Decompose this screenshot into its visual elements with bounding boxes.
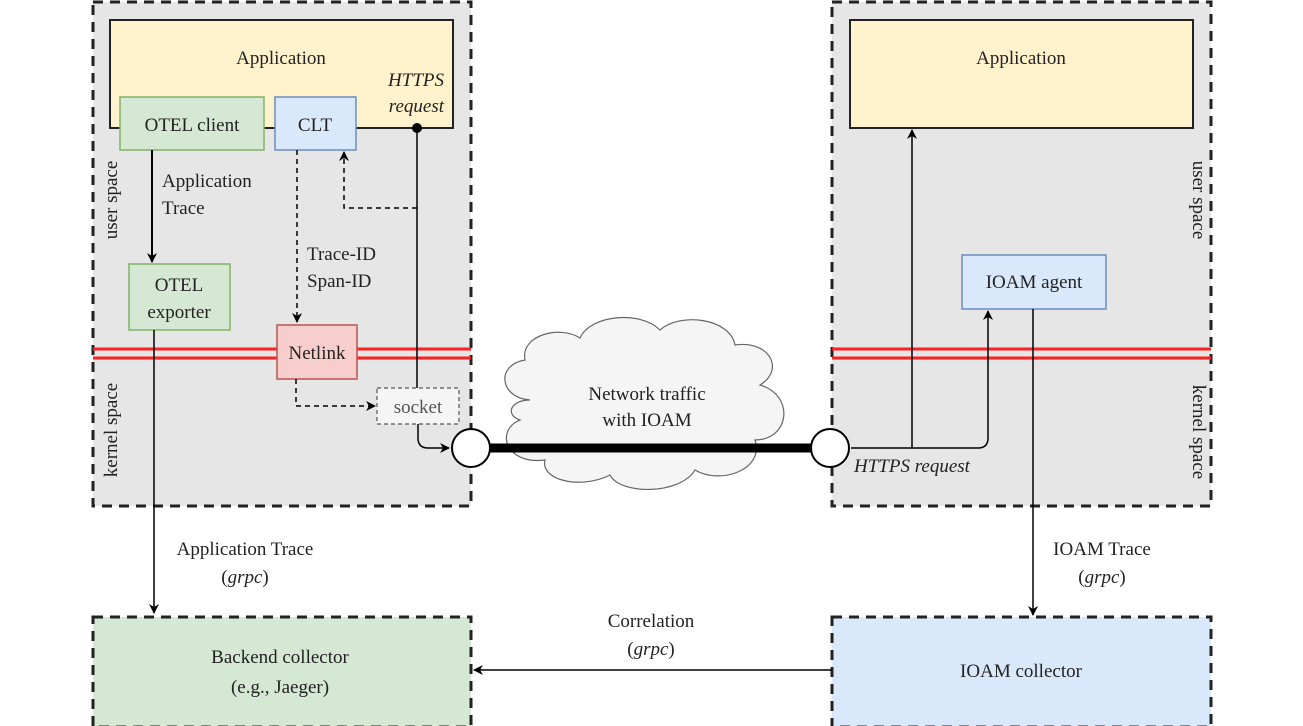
socket-hook-to-clt-arrow [339, 151, 417, 209]
left-kernel-space-label: kernel space [101, 383, 122, 477]
https-request-label-line1: HTTPS [387, 70, 444, 91]
application-trace-label-line1: Application [162, 171, 252, 192]
socket-to-interface-arrow [417, 424, 450, 453]
otel-exporter-label-line2: exporter [147, 302, 211, 323]
socket-label: socket [394, 397, 443, 418]
https-request-label-line2: request [389, 96, 445, 117]
clt-box [274, 96, 357, 151]
ioam-collector-box [830, 615, 1213, 726]
right-application-label: Application [976, 48, 1066, 69]
application-trace-flow-label: Application Trace [177, 539, 314, 560]
netlink-label: Netlink [289, 343, 346, 364]
right-host: user space kernel space Application IOAM… [830, 0, 1213, 616]
left-user-space-label: user space [101, 161, 122, 240]
ioam-agent-label: IOAM agent [986, 272, 1083, 293]
otel-client-box [119, 96, 265, 151]
netlink-to-socket-arrow [295, 379, 376, 411]
ioam-trace-flow-protocol: (grpc) [1078, 567, 1125, 588]
otel-client-label: OTEL client [145, 115, 241, 136]
application-trace-label-line2: Trace [162, 198, 205, 219]
backend-collector-label-line1: Backend collector [211, 647, 349, 668]
socket-box [376, 387, 460, 425]
otel-exporter-box [128, 263, 231, 331]
backend-collector-label-line2: (e.g., Jaeger) [231, 677, 329, 698]
left-host: user space kernel space Application HTTP… [91, 0, 473, 614]
right-application-box [849, 19, 1194, 129]
clt-label: CLT [298, 115, 333, 136]
netlink-box [276, 324, 358, 380]
application-trace-protocol-value: grpc [228, 567, 263, 588]
network-cloud: Network traffic with IOAM [504, 316, 785, 491]
otel-exporter-label-line1: OTEL [155, 275, 204, 296]
correlation-flow-protocol: (grpc) [627, 639, 674, 660]
left-network-interface [451, 428, 491, 468]
correlation-flow-label: Correlation [608, 611, 695, 632]
ioam-agent-box [961, 254, 1107, 310]
ioam-collector-label: IOAM collector [960, 661, 1083, 682]
right-https-request-label: HTTPS request [853, 456, 971, 477]
right-user-space-label: user space [1188, 161, 1209, 240]
ioam-trace-protocol-value: grpc [1085, 567, 1120, 588]
trace-id-label: Trace-ID [307, 244, 376, 265]
application-trace-flow-protocol: (grpc) [221, 567, 268, 588]
interface-to-ioam-agent-arrow [912, 310, 993, 449]
span-id-label: Span-ID [307, 271, 371, 292]
left-application-label: Application [236, 48, 326, 69]
ioam-trace-flow-label: IOAM Trace [1053, 539, 1151, 560]
backend-collector-box [91, 615, 473, 726]
cloud-label-line1: Network traffic [588, 384, 705, 405]
correlation-protocol-value: grpc [634, 639, 669, 660]
right-kernel-space-label: kernel space [1188, 385, 1209, 479]
right-network-interface [810, 428, 850, 468]
cloud-label-line2: with IOAM [602, 410, 691, 431]
